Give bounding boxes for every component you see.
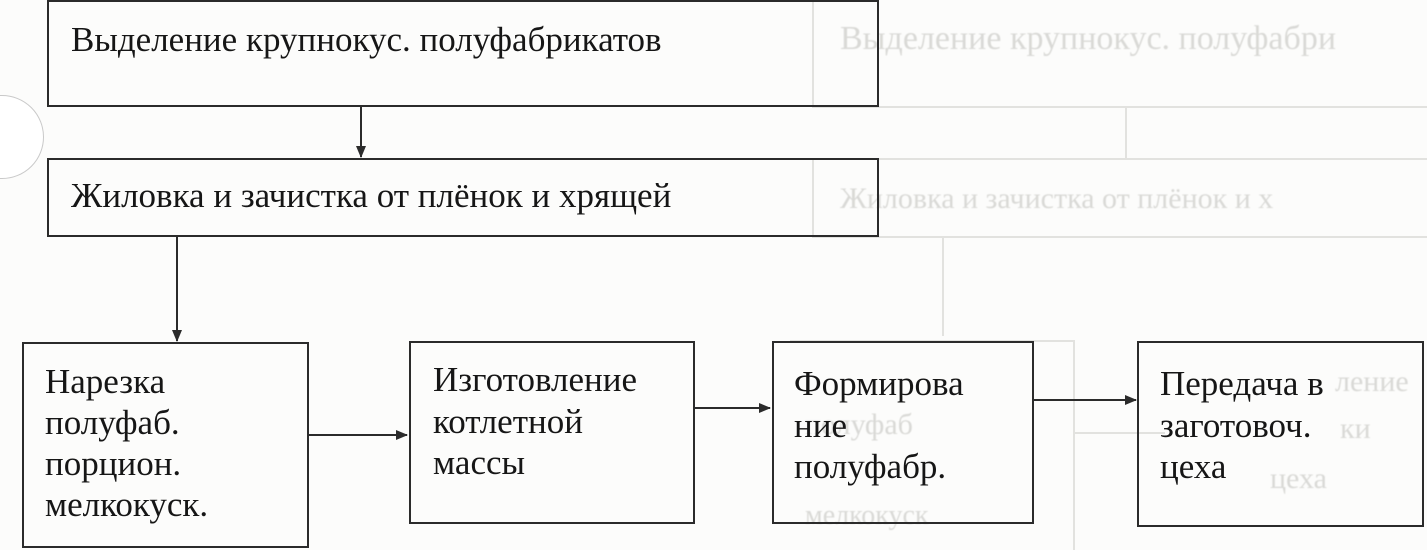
- box-forming-line-3: полуфабр.: [794, 447, 947, 487]
- box-transfer-line-2: заготовоч.: [1160, 405, 1312, 445]
- box-trimming-label: Жиловка и зачистка от плёнок и хрящей: [71, 176, 672, 215]
- box-forming: Формирова ние полуфабр.: [772, 341, 1034, 524]
- box-cutting: Нарезка полуфаб. порцион. мелкокуск.: [22, 342, 309, 548]
- box-trimming: Жиловка и зачистка от плёнок и хрящей: [47, 158, 879, 237]
- box-cutting-line-2: полуфаб.: [45, 402, 180, 442]
- ghost-box-line: [812, 236, 1427, 238]
- box-mince: Изготовление котлетной массы: [409, 341, 695, 524]
- ghost-text-transfer-1: ление: [1335, 365, 1409, 398]
- box-mince-line-1: Изготовление: [433, 360, 638, 399]
- ghost-box-line: [812, 0, 814, 108]
- ghost-box-line: [1125, 106, 1127, 158]
- ghost-box-line: [812, 158, 814, 238]
- box-main: Выделение крупнокус. полуфабрикатов: [47, 0, 879, 107]
- box-transfer-line-3: цеха: [1160, 447, 1227, 487]
- box-mince-line-3: массы: [433, 443, 526, 483]
- ghost-text-main: Выделение крупнокус. полуфабри: [840, 20, 1337, 57]
- ghost-text-trimming: Жиловка и зачистка от плёнок и х: [840, 182, 1274, 215]
- box-cutting-line-3: порцион.: [45, 443, 182, 483]
- ghost-text-cutting-2: мелкокуск: [805, 500, 929, 531]
- ghost-box-line: [812, 158, 1427, 160]
- ghost-box-line: [1075, 432, 1165, 434]
- box-forming-line-2: ние: [794, 405, 847, 445]
- box-cutting-line-4: мелкокуск.: [45, 484, 209, 524]
- box-transfer-line-1: Передача в: [1160, 364, 1324, 403]
- ghost-text-transfer-3: цеха: [1270, 462, 1327, 495]
- ghost-box-line: [1073, 340, 1075, 550]
- box-transfer: Передача в заготовоч. цеха: [1137, 341, 1424, 527]
- box-mince-line-2: котлетной: [433, 401, 583, 441]
- ghost-box-line: [942, 236, 944, 336]
- ghost-text-transfer-2: ки: [1340, 412, 1371, 445]
- box-main-label: Выделение крупнокус. полуфабрикатов: [71, 20, 662, 59]
- box-forming-line-1: Формирова: [794, 364, 964, 403]
- ghost-box-line: [812, 106, 1427, 108]
- ghost-text-cutting-1: полуфаб: [805, 408, 913, 441]
- box-cutting-line-1: Нарезка: [45, 362, 166, 401]
